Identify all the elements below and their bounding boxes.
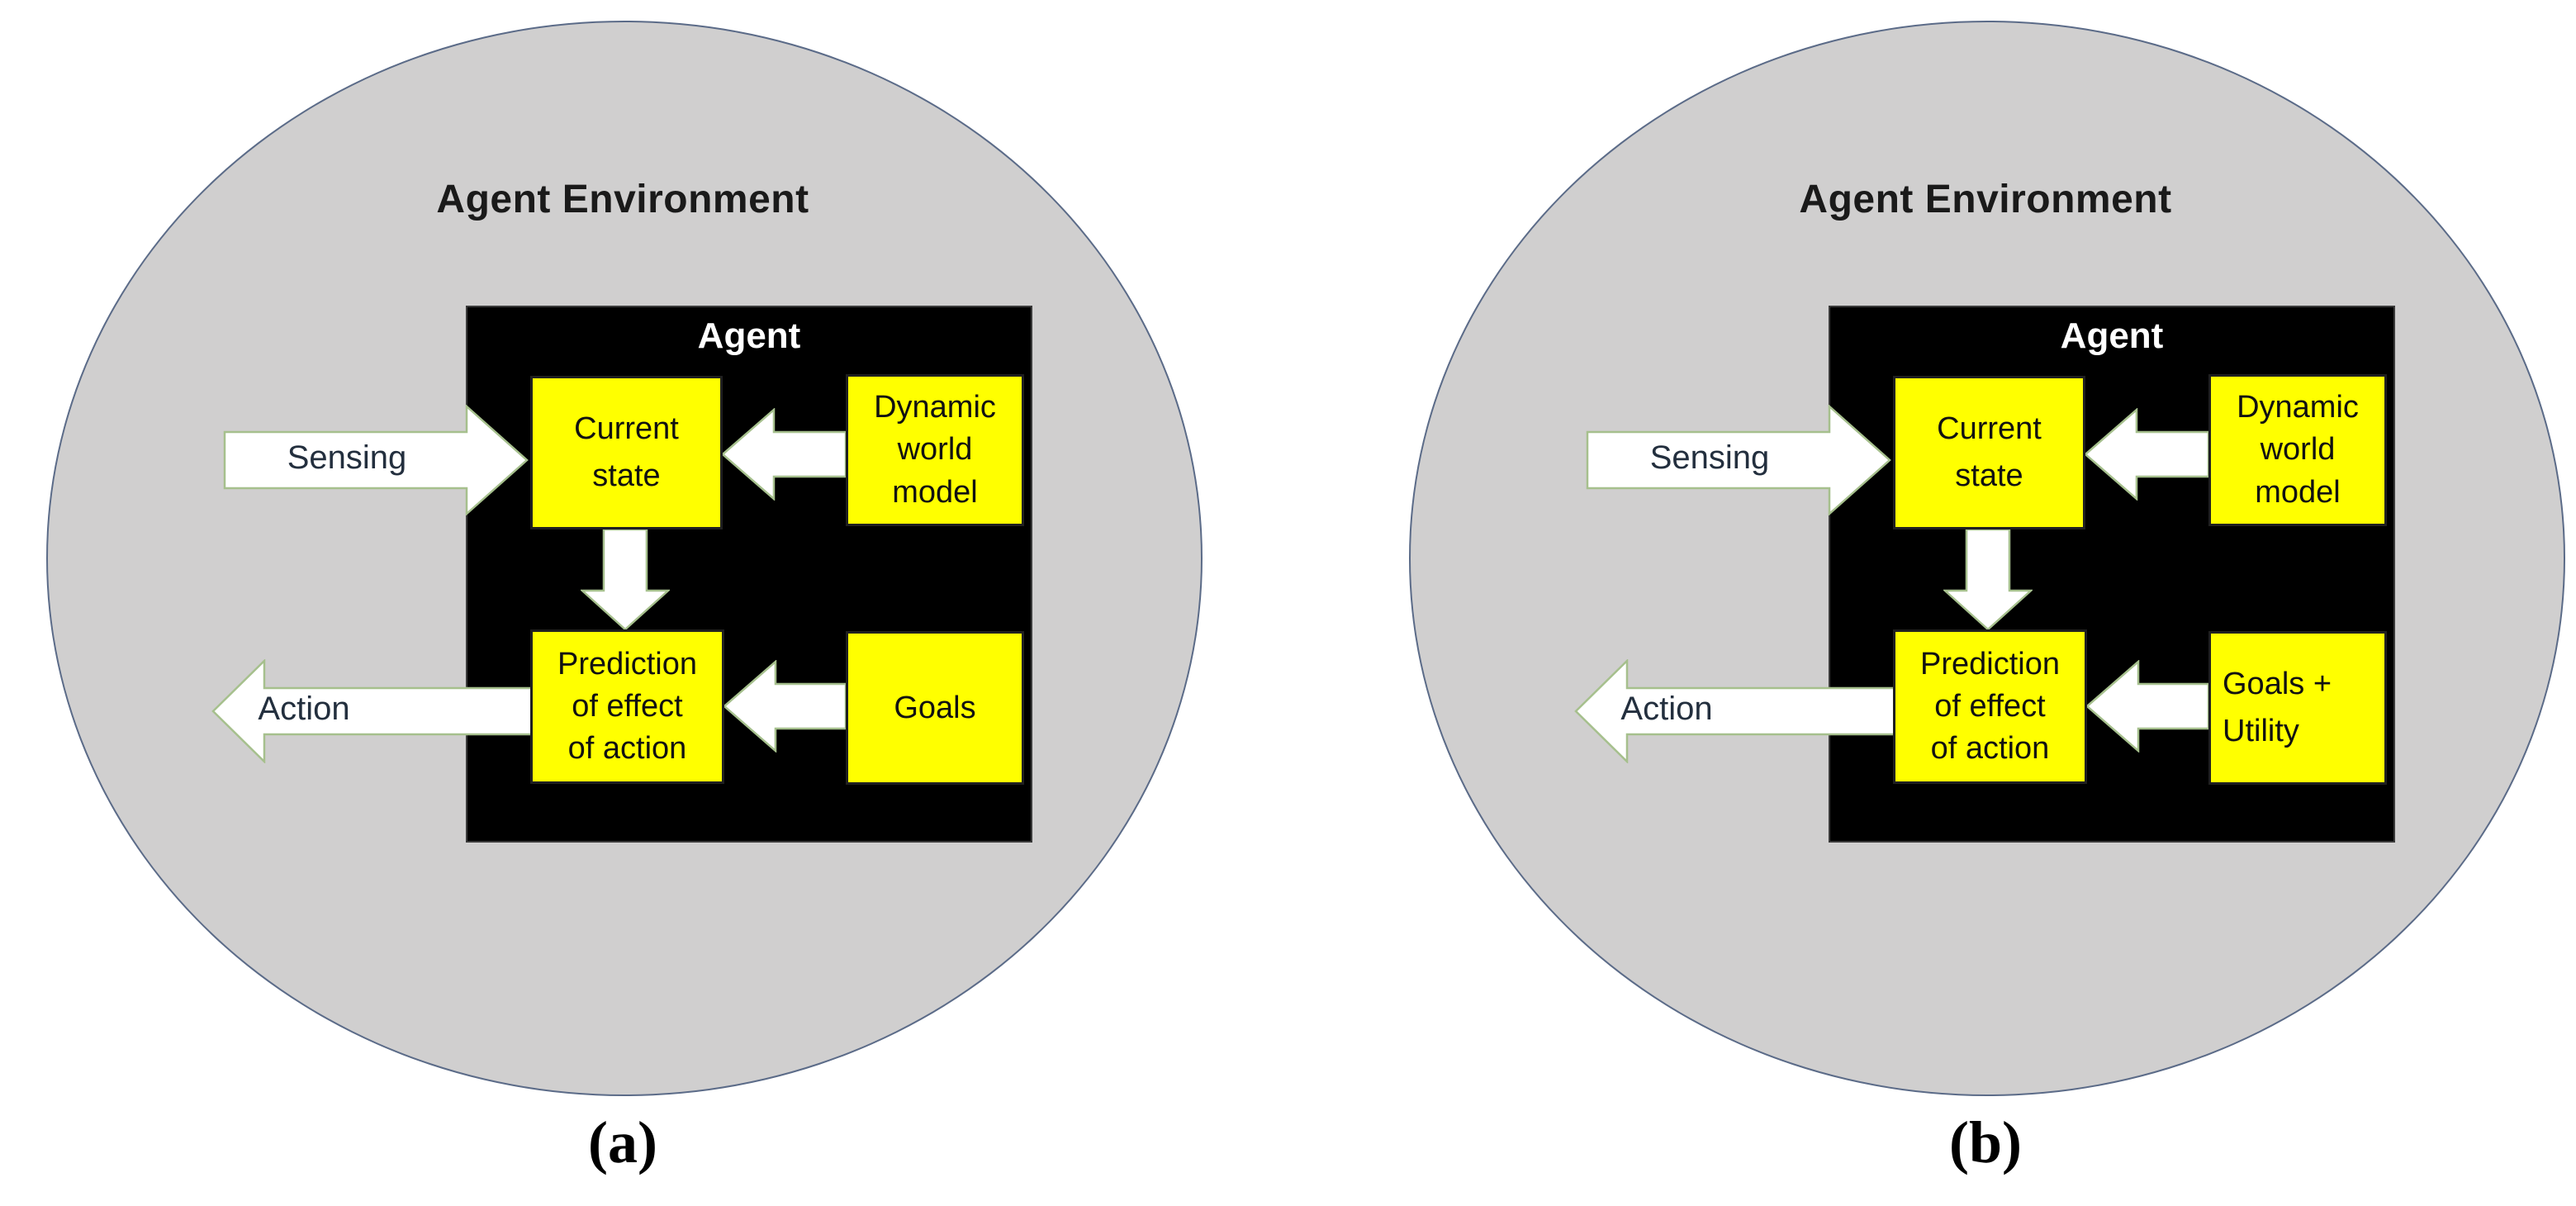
- goals-utility-box: Goals + Utility: [2208, 631, 2387, 785]
- action-label: Action: [258, 691, 350, 727]
- agent-label: Agent: [2060, 316, 2164, 356]
- figure-panel-a: Agent Environment Agent Current state Dy…: [0, 0, 1215, 1206]
- panel-caption-b: (b): [1949, 1109, 2022, 1175]
- world-model-to-state-arrow: [721, 408, 847, 501]
- current-state-box: Current state: [530, 376, 723, 529]
- environment-title: Agent Environment: [1799, 178, 2172, 221]
- state-to-prediction-arrow: [581, 528, 670, 631]
- goals-to-prediction-arrow: [2085, 660, 2210, 753]
- goals-to-prediction-arrow: [723, 660, 847, 753]
- state-to-prediction-arrow: [1943, 528, 2033, 631]
- panel-caption-a: (a): [588, 1109, 657, 1175]
- prediction-box: Prediction of effect of action: [1893, 629, 2087, 784]
- action-label: Action: [1620, 691, 1713, 727]
- figure-panel-b: Agent Environment Agent Current state Dy…: [1363, 0, 2576, 1206]
- world-model-box: Dynamic world model: [2208, 374, 2387, 526]
- environment-title: Agent Environment: [436, 178, 809, 221]
- world-model-to-state-arrow: [2084, 408, 2210, 501]
- world-model-box: Dynamic world model: [846, 374, 1024, 526]
- goals-box: Goals: [846, 631, 1024, 785]
- sensing-label: Sensing: [1649, 439, 1770, 476]
- sensing-arrow: [1586, 405, 1891, 515]
- sensing-arrow: [223, 405, 529, 515]
- current-state-box: Current state: [1893, 376, 2085, 529]
- sensing-label: Sensing: [287, 439, 407, 476]
- prediction-box: Prediction of effect of action: [530, 629, 724, 784]
- agent-label: Agent: [697, 316, 801, 356]
